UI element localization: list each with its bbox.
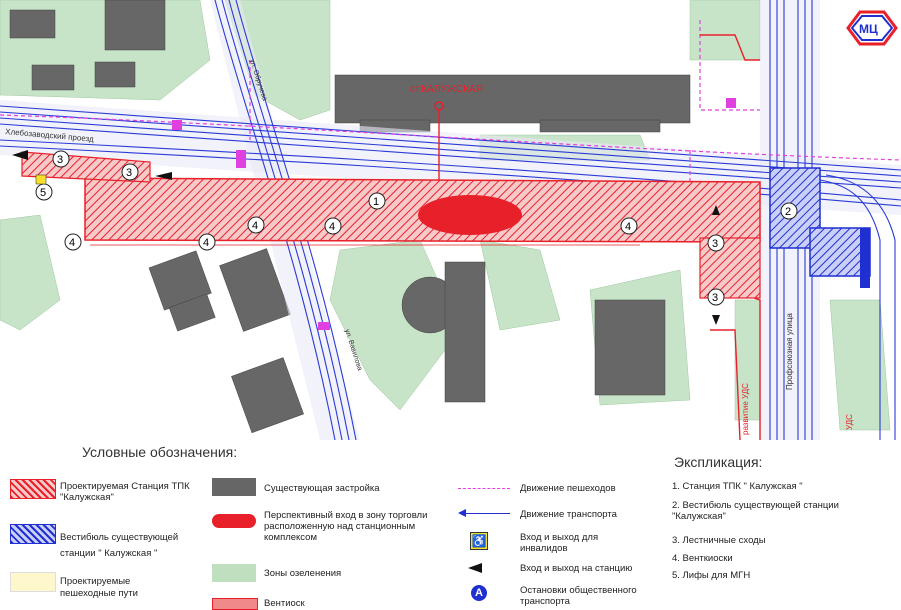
legend-swatch-buildings [212,478,256,496]
marker-3-west-2: 3 [121,163,139,181]
legend-swatch-traffic [462,513,510,514]
station-location-pin-icon [434,101,444,111]
entry-arrow-icon [468,563,482,573]
legend-label-station-entry: Вход и выход на станцию [520,563,633,574]
legend-label-vestibule: Вестибюль существующей станции " Калужск… [60,532,179,559]
marker-3-west: 3 [52,150,70,168]
legend-label-traffic: Движение транспорта [520,509,617,520]
marker-4-1: 4 [64,233,82,251]
svg-text:4: 4 [329,221,335,233]
svg-text:2: 2 [785,206,791,218]
existing-buildings [9,0,691,434]
marker-3-east-2: 3 [707,288,725,306]
marker-4-3: 4 [247,216,265,234]
numbered-markers: 3 5 3 4 4 4 1 4 4 2 3 3 [35,150,798,306]
disabled-access-marker [35,174,47,185]
mcc-logo: МЦ [846,10,898,46]
legend: Условные обозначения: Проектируемая Стан… [0,440,901,610]
legend-swatch-trade-entrance [212,514,256,528]
marker-4-2: 4 [198,233,216,251]
street-label-uds-2: УДС [845,414,854,430]
svg-text:4: 4 [625,221,631,233]
legend-label-green: Зоны озеленения [264,568,342,579]
svg-text:4: 4 [203,237,209,249]
traffic-arrow-icon [458,509,466,517]
svg-text:4: 4 [252,220,258,232]
legend-label-station: Проектируемая Станция ТПК "Калужская" [60,481,190,503]
marker-4-4: 4 [324,217,342,235]
wheelchair-icon: ♿ [470,532,488,550]
bus-stop-icon: A [471,585,487,601]
svg-text:1: 1 [373,196,379,208]
legend-title: Условные обозначения: [82,444,238,460]
marker-4-5: 4 [620,217,638,235]
explication-item-1: 1. Станция ТПК " Калужская " [672,481,803,492]
svg-text:5: 5 [40,187,46,199]
station-label: ст.КАЛУЖСКАЯ [410,84,483,95]
legend-label-pedestrian-movement: Движение пешеходов [520,483,616,494]
legend-label-bus-stop: Остановки общественного транспорта [520,585,637,607]
legend-label-trade-entrance: Перспективный вход в зону торговли распо… [264,510,428,543]
svg-text:4: 4 [69,237,75,249]
explication-item-4: 4. Венткиоски [672,553,733,564]
legend-swatch-green [212,564,256,582]
vestibule-existing [769,167,871,288]
legend-label-pedestrian-paths: Проектируемые пешеходные пути [60,576,138,599]
legend-swatch-vestibule [10,524,56,544]
explication-title: Экспликация: [674,454,763,470]
svg-text:3: 3 [126,167,132,179]
explication-item-5: 5. Лифы для МГН [672,570,751,581]
legend-label-buildings: Существующая застройка [264,483,380,494]
legend-swatch-ventkiosk [212,598,258,610]
station-entry-arrows [12,150,720,325]
legend-label-disabled-access: Вход и выход для инвалидов [520,532,599,554]
legend-swatch-pedestrian-movement [458,488,510,489]
marker-1: 1 [368,192,386,210]
legend-label-ventkiosk: Вентиоск [264,598,305,609]
legend-swatch-pedestrian-paths [10,572,56,592]
marker-3-east-1: 3 [707,234,725,252]
site-map: ст.КАЛУЖСКАЯ Хлебозаводский проезд Профс… [0,0,901,440]
legend-swatch-station [10,479,56,499]
mcc-logo-text: МЦ [859,22,878,36]
street-label-profsoyuznaya: Профсоюзная улица [785,313,794,390]
marker-5-west: 5 [35,183,53,201]
svg-text:3: 3 [712,292,718,304]
svg-text:3: 3 [712,238,718,250]
explication-item-3: 3. Лестничные сходы [672,535,766,546]
svg-text:3: 3 [57,154,63,166]
street-label-uds-1: развитие УДС [741,383,750,435]
explication-item-2: 2. Вестибюль существующей станции "Калуж… [672,500,839,522]
marker-2: 2 [780,202,798,220]
